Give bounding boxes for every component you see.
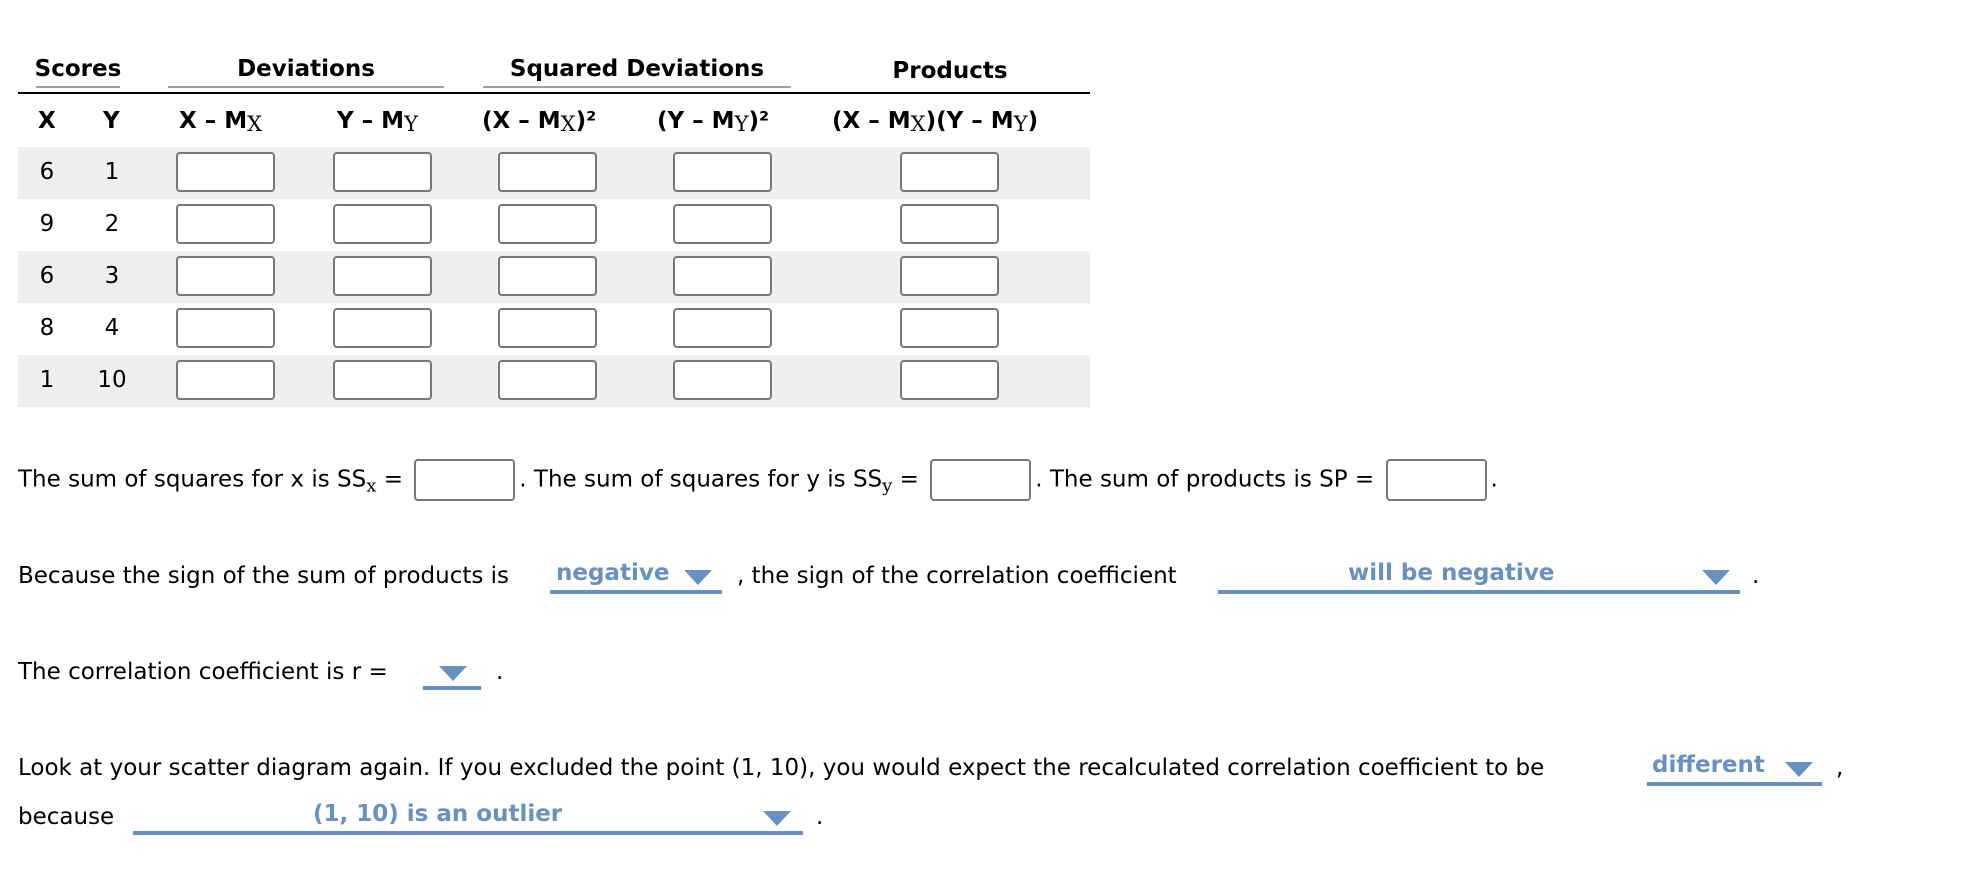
col-header-x: X xyxy=(38,108,56,134)
ssx-input[interactable] xyxy=(414,459,516,501)
col-header-x-deviation: X – MX xyxy=(179,108,263,136)
table-row: 9 2 xyxy=(18,199,1090,251)
col-header-products: (X – MX)(Y – MY) xyxy=(832,108,1039,136)
group-header-deviations: Deviations xyxy=(237,56,375,82)
x-score: 6 xyxy=(39,263,55,289)
because-label: because xyxy=(18,804,115,830)
y-deviation-input[interactable] xyxy=(333,308,432,348)
chevron-down-icon xyxy=(684,570,712,585)
sign-sentence-prefix: Because the sign of the sum of products … xyxy=(18,563,510,589)
x-squared-deviation-input[interactable] xyxy=(498,204,597,244)
col-header-y-deviation: Y – MY xyxy=(337,108,418,136)
x-deviation-input[interactable] xyxy=(176,204,275,244)
x-deviation-input[interactable] xyxy=(176,256,275,296)
group-underline-deviations xyxy=(168,86,444,88)
product-input[interactable] xyxy=(900,204,999,244)
y-squared-deviation-input[interactable] xyxy=(673,360,772,400)
x-score: 8 xyxy=(39,315,55,341)
col-header-y-squared: (Y – MY)² xyxy=(657,108,770,136)
col-header-x-squared: (X – MX)² xyxy=(482,108,597,136)
sign-sentence-middle: , the sign of the correlation coefficien… xyxy=(737,563,1177,589)
product-input[interactable] xyxy=(900,308,999,348)
group-header-scores: Scores xyxy=(34,56,122,82)
table-row: 1 10 xyxy=(18,355,1090,407)
group-underline-scores xyxy=(36,86,120,88)
reason-value: (1, 10) is an outlier xyxy=(313,801,563,827)
x-deviation-input[interactable] xyxy=(176,360,275,400)
group-header-squared-deviations: Squared Deviations xyxy=(509,56,765,82)
r-value-dropdown[interactable] xyxy=(423,654,481,690)
sums-sentence: The sum of squares for x is SSx = . The … xyxy=(18,459,1498,501)
y-score: 3 xyxy=(104,263,120,289)
table-row: 6 1 xyxy=(18,147,1090,199)
reason-dropdown[interactable]: (1, 10) is an outlier xyxy=(133,799,803,835)
x-squared-deviation-input[interactable] xyxy=(498,152,597,192)
product-input[interactable] xyxy=(900,256,999,296)
product-input[interactable] xyxy=(900,360,999,400)
chevron-down-icon xyxy=(763,811,791,826)
r-sign-dropdown[interactable]: will be negative xyxy=(1218,558,1740,594)
expect-value: different xyxy=(1652,752,1765,778)
ssy-label: . The sum of squares for y is SS xyxy=(519,466,883,493)
y-squared-deviation-input[interactable] xyxy=(673,308,772,348)
x-squared-deviation-input[interactable] xyxy=(498,308,597,348)
y-squared-deviation-input[interactable] xyxy=(673,256,772,296)
x-squared-deviation-input[interactable] xyxy=(498,360,597,400)
y-score: 10 xyxy=(97,367,127,393)
y-deviation-input[interactable] xyxy=(333,204,432,244)
col-header-y: Y xyxy=(103,108,120,134)
r-sentence-prefix: The correlation coefficient is r = xyxy=(18,659,388,685)
sp-input[interactable] xyxy=(1385,459,1487,501)
chevron-down-icon xyxy=(1785,762,1813,777)
y-score: 1 xyxy=(104,159,120,185)
y-squared-deviation-input[interactable] xyxy=(673,152,772,192)
y-score: 4 xyxy=(104,315,120,341)
x-score: 9 xyxy=(39,211,55,237)
group-header-products: Products xyxy=(892,58,1008,84)
y-deviation-input[interactable] xyxy=(333,152,432,192)
header-rule xyxy=(18,92,1090,94)
y-deviation-input[interactable] xyxy=(333,360,432,400)
chevron-down-icon xyxy=(439,666,467,681)
ssy-input[interactable] xyxy=(930,459,1032,501)
r-sign-value: will be negative xyxy=(1348,560,1555,586)
sp-sign-value: negative xyxy=(556,560,670,586)
y-squared-deviation-input[interactable] xyxy=(673,204,772,244)
sp-sign-dropdown[interactable]: negative xyxy=(550,558,722,594)
outlier-sentence: Look at your scatter diagram again. If y… xyxy=(18,755,1545,781)
sp-label: . The sum of products is SP = xyxy=(1035,466,1375,493)
product-input[interactable] xyxy=(900,152,999,192)
ssx-label: The sum of squares for x is SS xyxy=(18,466,367,493)
y-score: 2 xyxy=(104,211,120,237)
table-row: 8 4 xyxy=(18,303,1090,355)
group-underline-squared-deviations xyxy=(483,86,791,88)
x-squared-deviation-input[interactable] xyxy=(498,256,597,296)
x-score: 1 xyxy=(39,367,55,393)
chevron-down-icon xyxy=(1702,570,1730,585)
x-deviation-input[interactable] xyxy=(176,152,275,192)
x-score: 6 xyxy=(39,159,55,185)
table-row: 6 3 xyxy=(18,251,1090,303)
y-deviation-input[interactable] xyxy=(333,256,432,296)
expect-dropdown[interactable]: different xyxy=(1647,750,1822,786)
x-deviation-input[interactable] xyxy=(176,308,275,348)
